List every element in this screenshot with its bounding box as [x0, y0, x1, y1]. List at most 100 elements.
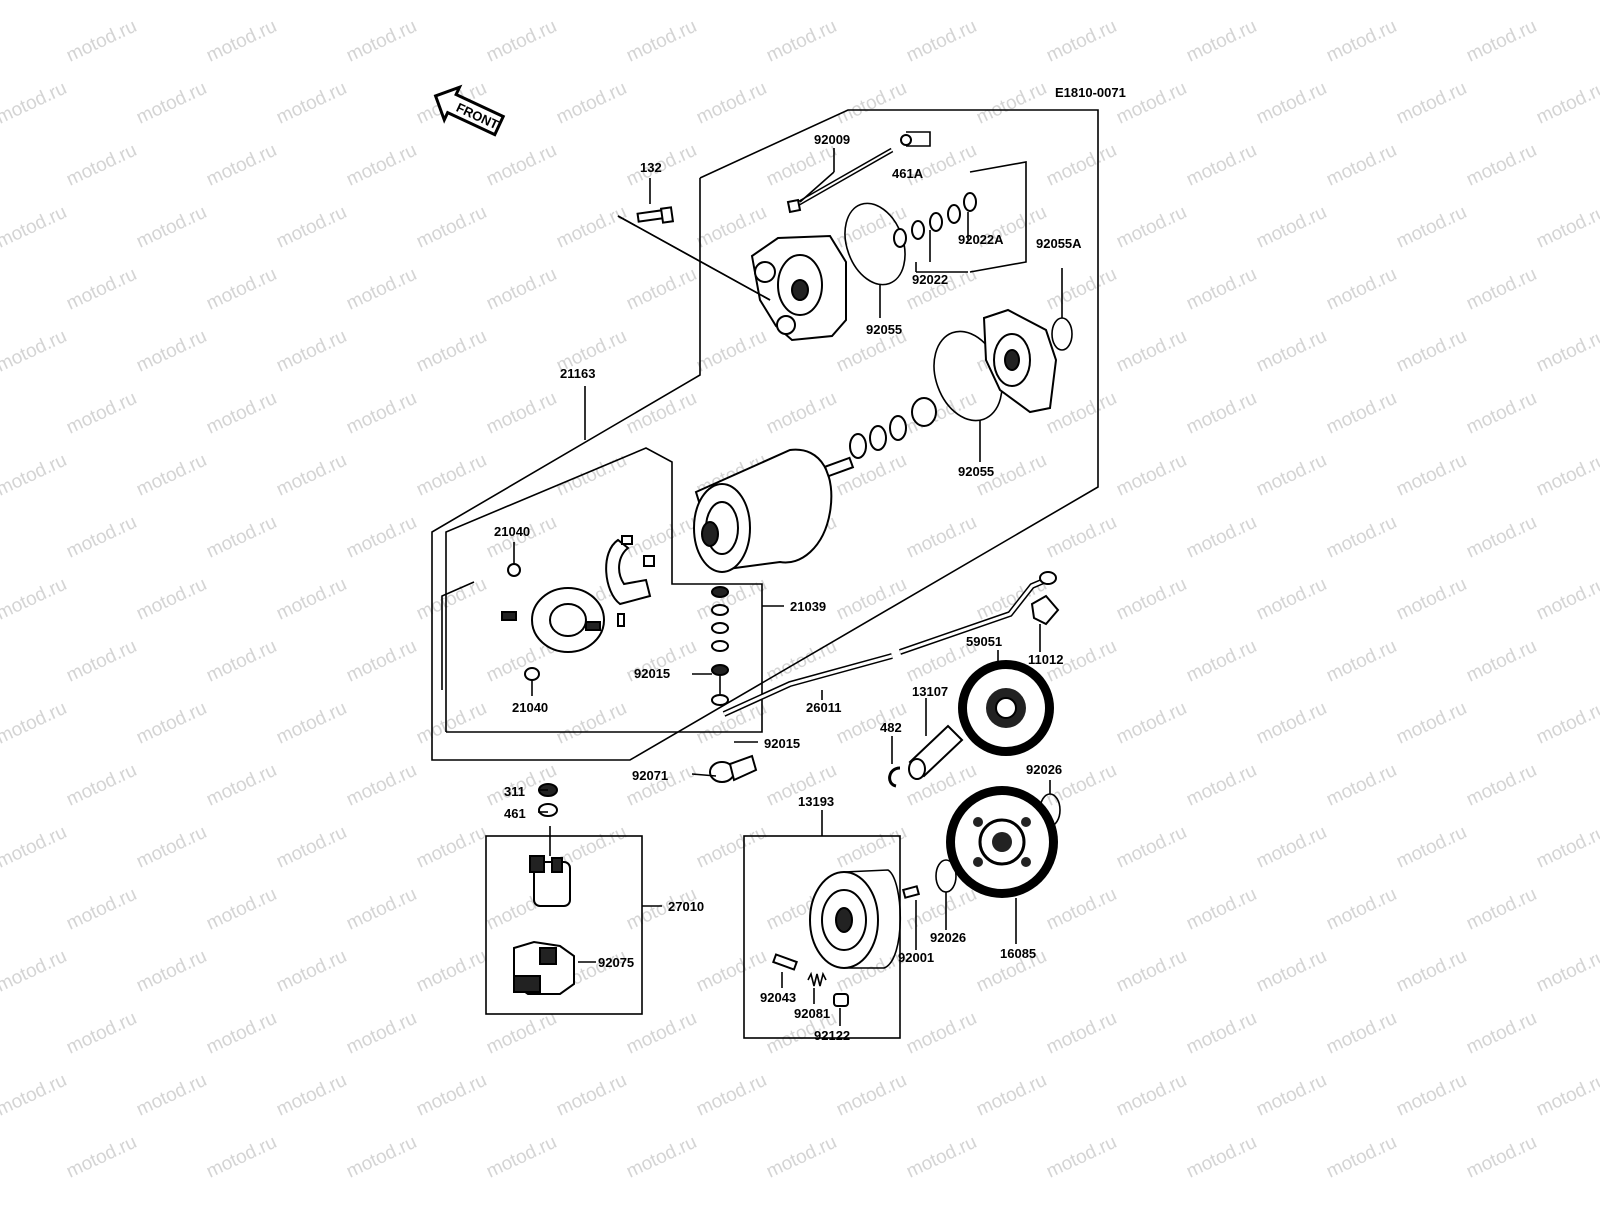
watermark: motod.ru — [1253, 574, 1330, 625]
motor-yoke — [694, 450, 853, 572]
watermark: motod.ru — [763, 16, 840, 67]
label-92055-mid: 92055 — [958, 464, 994, 479]
watermark: motod.ru — [1463, 140, 1540, 191]
watermark: motod.ru — [693, 78, 770, 129]
watermark: motod.ru — [413, 822, 490, 873]
watermark: motod.ru — [483, 388, 560, 439]
watermark: motod.ru — [133, 78, 210, 129]
watermark: motod.ru — [1043, 512, 1120, 563]
watermark: motod.ru — [1533, 946, 1600, 997]
watermark: motod.ru — [553, 1070, 630, 1121]
terminal-92071 — [710, 756, 756, 782]
label-92015-a: 92015 — [634, 666, 670, 681]
watermark: motod.ru — [1043, 1132, 1120, 1183]
watermark: motod.ru — [63, 388, 140, 439]
label-92026-top: 92026 — [1026, 762, 1062, 777]
watermark: motod.ru — [1183, 512, 1260, 563]
watermark: motod.ru — [203, 760, 280, 811]
gear-59051 — [958, 660, 1054, 756]
label-92122: 92122 — [814, 1028, 850, 1043]
watermark: motod.ru — [1323, 388, 1400, 439]
watermark: motod.ru — [273, 1070, 350, 1121]
watermark: motod.ru — [1183, 760, 1260, 811]
watermark: motod.ru — [1253, 78, 1330, 129]
watermark: motod.ru — [1463, 1008, 1540, 1059]
watermark: motod.ru — [1113, 946, 1190, 997]
watermark: motod.ru — [1323, 1132, 1400, 1183]
watermark: motod.ru — [553, 698, 630, 749]
watermark: motod.ru — [63, 16, 140, 67]
watermark: motod.ru — [273, 946, 350, 997]
watermark: motod.ru — [1463, 1132, 1540, 1183]
watermark: motod.ru — [413, 698, 490, 749]
label-11012: 11012 — [1028, 652, 1063, 667]
watermark: motod.ru — [343, 636, 420, 687]
label-92043: 92043 — [760, 990, 796, 1005]
watermark: motod.ru — [0, 574, 70, 625]
watermark: motod.ru — [273, 450, 350, 501]
watermark: motod.ru — [553, 450, 630, 501]
watermark: motod.ru — [1463, 636, 1540, 687]
bolt-92001 — [903, 886, 919, 897]
label-92075: 92075 — [598, 955, 634, 970]
watermark: motod.ru — [1183, 16, 1260, 67]
watermark: motod.ru — [1463, 512, 1540, 563]
watermark: motod.ru — [693, 326, 770, 377]
watermark: motod.ru — [1113, 1070, 1190, 1121]
watermark: motod.ru — [1113, 822, 1190, 873]
watermark: motod.ru — [1253, 0, 1330, 5]
label-92015-b: 92015 — [764, 736, 800, 751]
label-92055A: 92055A — [1036, 236, 1082, 251]
pin-92043 — [773, 954, 796, 969]
watermark: motod.ru — [1533, 698, 1600, 749]
watermark: motod.ru — [1043, 16, 1120, 67]
watermark: motod.ru — [133, 574, 210, 625]
watermark: motod.ru — [273, 574, 350, 625]
label-92022: 92022 — [912, 272, 948, 287]
watermark: motod.ru — [63, 140, 140, 191]
watermark: motod.ru — [273, 0, 350, 5]
label-13107: 13107 — [912, 684, 948, 699]
watermark: motod.ru — [0, 450, 70, 501]
watermark: motod.ru — [1463, 16, 1540, 67]
watermark: motod.ru — [1463, 388, 1540, 439]
watermark: motod.ru — [413, 326, 490, 377]
watermark: motod.ru — [483, 1008, 560, 1059]
watermark: motod.ru — [1533, 0, 1600, 5]
watermark: motod.ru — [1043, 884, 1120, 935]
watermark: motod.ru — [1043, 1008, 1120, 1059]
watermark: motod.ru — [413, 202, 490, 253]
label-26011: 26011 — [806, 700, 841, 715]
watermark: motod.ru — [553, 0, 630, 5]
watermark: motod.ru — [273, 202, 350, 253]
watermark: motod.ru — [973, 78, 1050, 129]
watermark: motod.ru — [133, 326, 210, 377]
watermark: motod.ru — [973, 0, 1050, 5]
watermark: motod.ru — [1253, 326, 1330, 377]
watermark: motod.ru — [903, 1132, 980, 1183]
watermark: motod.ru — [203, 636, 280, 687]
watermark: motod.ru — [553, 78, 630, 129]
watermark: motod.ru — [1043, 264, 1120, 315]
watermark: motod.ru — [1533, 1070, 1600, 1121]
watermark: motod.ru — [1113, 202, 1190, 253]
watermark: motod.ru — [203, 512, 280, 563]
watermark: motod.ru — [833, 822, 910, 873]
brush-holder — [502, 588, 604, 652]
watermark: motod.ru — [623, 512, 700, 563]
watermark: motod.ru — [0, 822, 70, 873]
label-461A: 461A — [892, 166, 924, 181]
watermark: motod.ru — [1393, 822, 1470, 873]
watermark: motod.ru — [483, 140, 560, 191]
watermark: motod.ru — [1393, 78, 1470, 129]
watermark: motod.ru — [63, 760, 140, 811]
diagram-code: E1810-0071 — [1055, 85, 1126, 100]
watermark: motod.ru — [693, 574, 770, 625]
watermark: motod.ru — [1533, 822, 1600, 873]
watermark: motod.ru — [343, 884, 420, 935]
label-21040-bottom: 21040 — [512, 700, 548, 715]
watermark: motod.ru — [343, 140, 420, 191]
watermark: motod.ru — [763, 140, 840, 191]
watermark: motod.ru — [203, 388, 280, 439]
